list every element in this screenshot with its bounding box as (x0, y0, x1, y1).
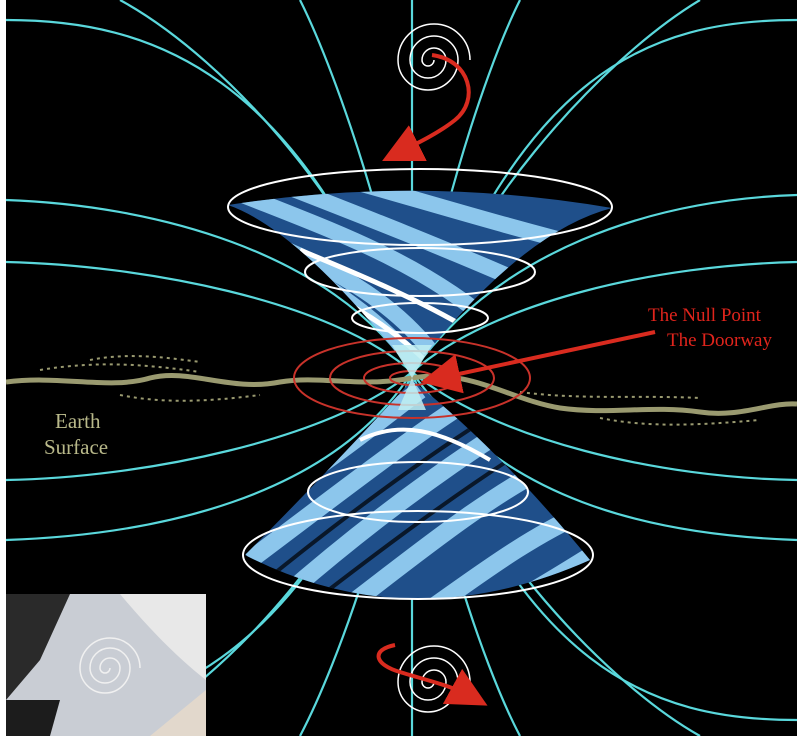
ring (242, 510, 594, 600)
earth-surface-line (6, 355, 797, 426)
surface-label: Surface (44, 435, 109, 459)
ring (351, 302, 489, 334)
null-point-label: The Null Point (648, 305, 761, 326)
doorway-label: The Doorway (667, 330, 772, 351)
vortex-rings (227, 168, 613, 600)
arrow-icon (420, 330, 656, 394)
earth-label: Earth (55, 409, 101, 433)
ring (307, 461, 529, 523)
ring (293, 337, 531, 419)
spiral-icon (397, 645, 471, 713)
petroglyph-photo (6, 594, 206, 736)
spiral-icon (397, 23, 471, 91)
curved-arrow-icon (376, 643, 488, 706)
curved-arrow-icon (382, 53, 471, 161)
ring (304, 247, 536, 297)
ring (227, 168, 613, 246)
null-point-core (392, 345, 432, 410)
